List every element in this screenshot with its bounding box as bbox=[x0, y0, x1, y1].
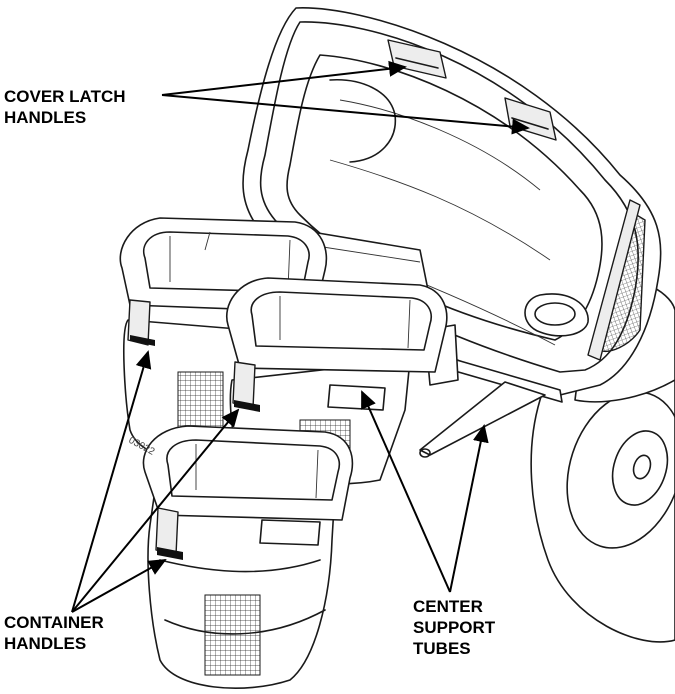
support-tube-pointer-2 bbox=[449, 424, 489, 593]
leader-lines bbox=[71, 60, 530, 613]
cover-latch-pointer-2 bbox=[161, 94, 530, 135]
container-pointer-3 bbox=[71, 559, 167, 613]
cover-latch-handle-1[interactable] bbox=[387, 39, 447, 79]
container-label-line1: CONTAINER bbox=[4, 613, 104, 632]
cover-latch-pointer-1 bbox=[161, 60, 407, 96]
center-label-line2: SUPPORT bbox=[413, 618, 496, 637]
center-label-line1: CENTER bbox=[413, 597, 483, 616]
support-tube-pointer-1 bbox=[361, 390, 451, 593]
cover-latch-label-line2: HANDLES bbox=[4, 108, 86, 127]
center-label-line3: TUBES bbox=[413, 639, 471, 658]
container-label-line2: HANDLES bbox=[4, 634, 86, 653]
container-front bbox=[142, 425, 354, 689]
container-pointer-2 bbox=[71, 408, 240, 613]
cover-latch-label-line1: COVER LATCH bbox=[4, 87, 126, 106]
container-pointer-1 bbox=[71, 350, 152, 613]
